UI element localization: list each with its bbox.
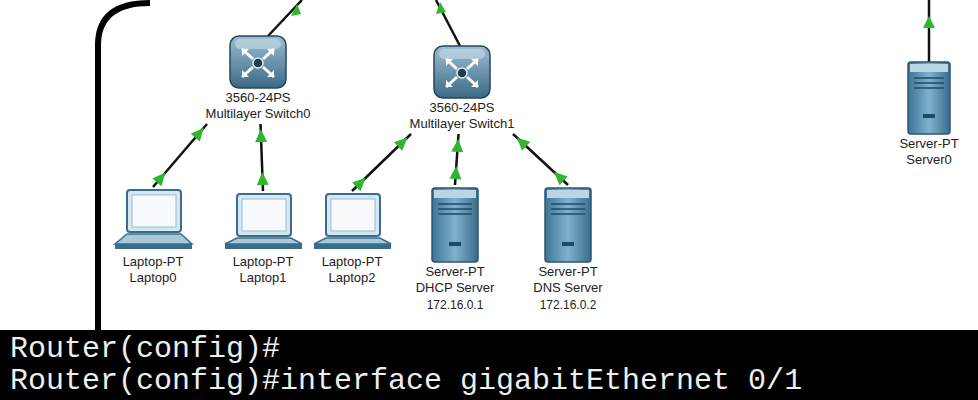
link-light <box>923 16 935 28</box>
link-light <box>352 173 370 191</box>
switch-icon <box>228 34 288 90</box>
device-label: Server-PT DHCP Server <box>410 264 500 296</box>
ip-address: 172.16.0.1 <box>427 298 484 313</box>
multilayer-switch: 3560-24PS Multilayer Switch0 <box>199 34 317 122</box>
cli-line: Router(config)# <box>10 333 968 365</box>
link-light <box>191 124 209 142</box>
server: Server-PT DHCP Server 172.16.0.1 <box>408 186 502 313</box>
link-light <box>256 172 268 185</box>
link-light <box>152 169 170 187</box>
device-label: Server-PT Server0 <box>893 136 965 168</box>
link-light <box>451 139 464 153</box>
link-light <box>513 133 531 151</box>
server-icon <box>430 186 480 264</box>
server-cable <box>928 0 931 62</box>
laptop-icon <box>222 192 304 254</box>
server-icon <box>906 60 952 136</box>
network-cable <box>352 134 411 191</box>
device-label: 3560-24PS Multilayer Switch0 <box>201 90 315 122</box>
router-cable <box>98 3 150 336</box>
device-label: Laptop-PT Laptop0 <box>117 254 189 286</box>
laptop-icon <box>311 192 393 254</box>
link-light <box>436 2 446 14</box>
link-light <box>449 166 462 180</box>
link-light <box>255 129 267 142</box>
laptop: Laptop-PT Laptop0 <box>110 188 196 286</box>
link-light <box>394 133 412 151</box>
multilayer-switch: 3560-24PS Multilayer Switch1 <box>403 44 521 132</box>
laptop: Laptop-PT Laptop2 <box>309 192 395 286</box>
switch-icon <box>432 44 492 100</box>
device-label: 3560-24PS Multilayer Switch1 <box>405 100 519 132</box>
device-label: Server-PT DNS Server <box>527 264 609 296</box>
link-light <box>550 168 568 186</box>
ip-address: 172.16.0.2 <box>540 298 597 313</box>
uplink-cable <box>268 0 302 36</box>
link-light <box>291 4 301 16</box>
network-cable <box>513 134 568 185</box>
cli-line: Router(config)#interface gigabitEthernet… <box>10 365 968 397</box>
server: Server-PT Server0 <box>891 60 967 168</box>
laptop-icon <box>112 188 194 254</box>
terminal-panel: Router(config)#Router(config)#interface … <box>0 330 978 400</box>
server-icon <box>543 186 593 264</box>
server: Server-PT DNS Server 172.16.0.2 <box>525 186 611 313</box>
uplink-cable <box>436 0 460 46</box>
device-label: Laptop-PT Laptop1 <box>227 254 299 286</box>
laptop: Laptop-PT Laptop1 <box>220 192 306 286</box>
device-label: Laptop-PT Laptop2 <box>316 254 388 286</box>
